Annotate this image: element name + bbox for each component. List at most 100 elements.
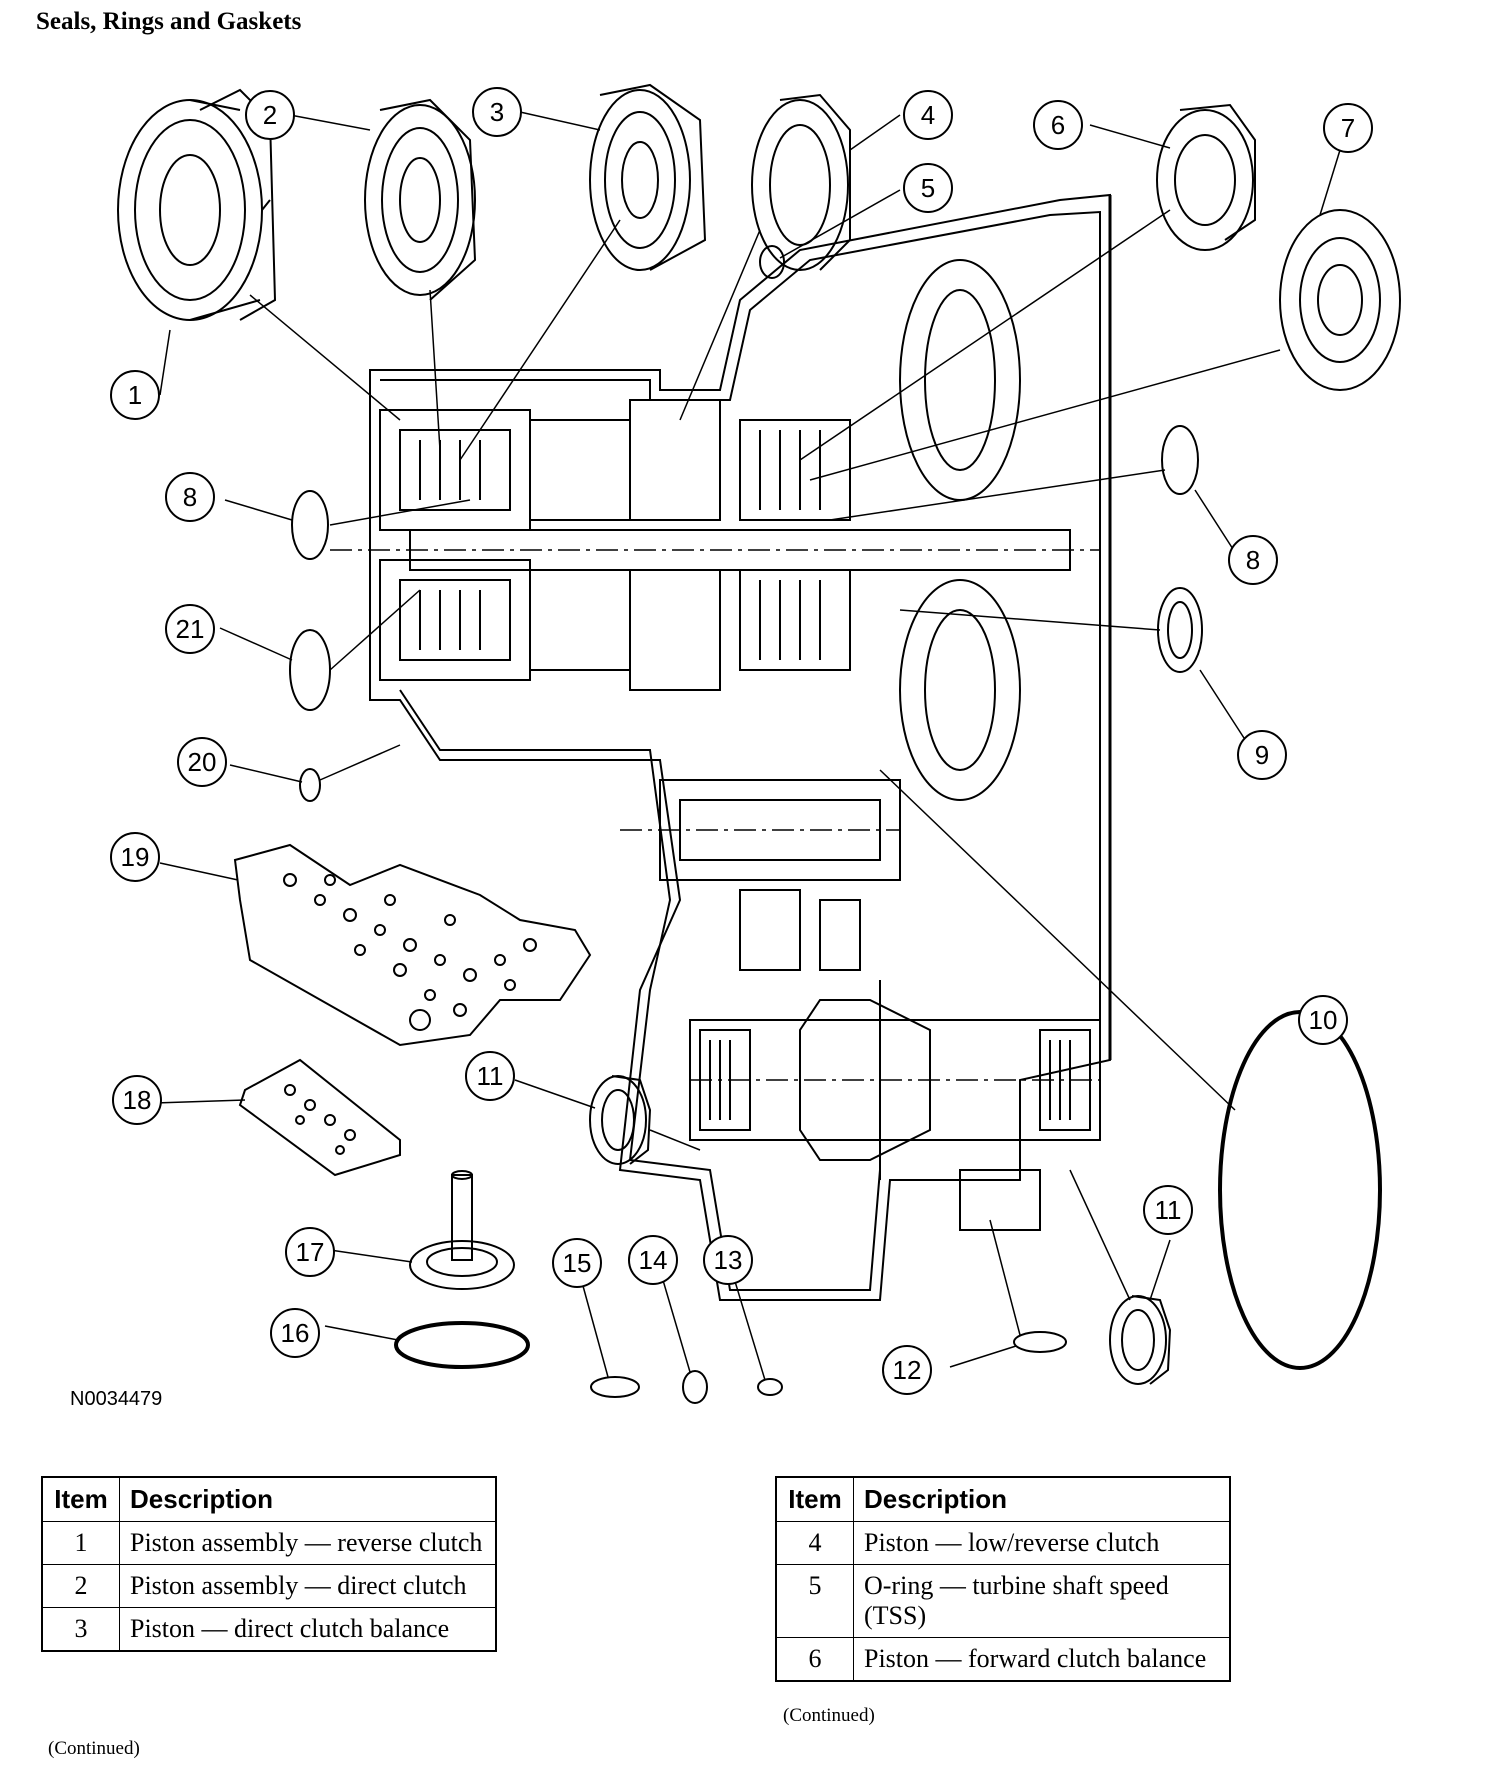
callout-12: 12 [882, 1345, 932, 1395]
item-description: Piston assembly — reverse clutch [119, 1521, 497, 1565]
item-number: 6 [775, 1637, 854, 1682]
item-number: 3 [41, 1607, 120, 1652]
svg-text:3: 3 [490, 97, 504, 127]
differential [689, 980, 1101, 1231]
table-row: 2 Piston assembly — direct clutch [41, 1564, 497, 1608]
table-row: 6 Piston — forward clutch balance [775, 1637, 1231, 1682]
callout-16: 16 [270, 1308, 320, 1358]
item-number: 1 [41, 1521, 120, 1565]
legend-table-right: Item Description 4 Piston — low/reverse … [775, 1476, 1231, 1682]
table-row: 3 Piston — direct clutch balance [41, 1607, 497, 1652]
item-description: Piston — low/reverse clutch [853, 1521, 1231, 1565]
callout-10: 10 [1298, 995, 1348, 1045]
continued-note-left: (Continued) [48, 1738, 140, 1759]
part-6-forward-clutch-balance-piston [1156, 103, 1256, 251]
part-11-seal-right [1109, 1295, 1172, 1385]
clutch-pack-right [739, 259, 1021, 801]
callout-2: 2 [245, 90, 295, 140]
svg-text:17: 17 [296, 1237, 325, 1267]
figure-id: N0034479 [70, 1388, 163, 1410]
part-8-sealing-ring-right [1161, 425, 1199, 495]
svg-text:11: 11 [477, 1061, 504, 1091]
part-12-o-ring [1013, 1331, 1067, 1353]
callout-3: 3 [472, 87, 522, 137]
part-2-direct-clutch-piston [364, 98, 477, 301]
item-number: 5 [775, 1564, 854, 1638]
header-description: Description [119, 1476, 497, 1522]
callouts: 1 2 3 4 5 6 7 8 8 9 10 11 11 12 13 14 15… [110, 87, 1373, 1395]
callout-15: 15 [552, 1238, 602, 1288]
part-7-piston [1279, 209, 1401, 391]
svg-text:4: 4 [921, 100, 935, 130]
svg-text:8: 8 [1246, 545, 1260, 575]
svg-text:2: 2 [263, 100, 277, 130]
svg-text:8: 8 [183, 482, 197, 512]
svg-text:10: 10 [1309, 1005, 1338, 1035]
clutch-pack-left [379, 399, 721, 691]
callout-4: 4 [903, 90, 953, 140]
transfer-shaft [620, 779, 901, 971]
callout-7: 7 [1323, 103, 1373, 153]
svg-text:11: 11 [1155, 1195, 1182, 1225]
part-9-seal-inner [1167, 601, 1193, 659]
item-description: O-ring — turbine shaft speed (TSS) [853, 1564, 1231, 1638]
part-16-o-ring [394, 1321, 530, 1369]
callout-21: 21 [165, 604, 215, 654]
part-4-low-reverse-clutch-piston [751, 93, 851, 271]
page-title: Seals, Rings and Gaskets [36, 8, 302, 35]
header-item: Item [775, 1476, 854, 1522]
legend-table-left: Item Description 1 Piston assembly — rev… [41, 1476, 497, 1652]
svg-text:12: 12 [893, 1355, 922, 1385]
item-description: Piston assembly — direct clutch [119, 1564, 497, 1608]
table-row: 4 Piston — low/reverse clutch [775, 1521, 1231, 1565]
svg-text:21: 21 [176, 614, 205, 644]
svg-text:14: 14 [639, 1245, 668, 1275]
callout-14: 14 [628, 1235, 678, 1285]
part-5-tss-o-ring [759, 245, 785, 279]
callout-11-left: 11 [465, 1051, 515, 1101]
svg-text:15: 15 [563, 1248, 592, 1278]
leader-lines [154, 111, 1341, 1381]
table-row: 5 O-ring — turbine shaft speed (TSS) [775, 1564, 1231, 1638]
callout-18: 18 [112, 1075, 162, 1125]
callout-8-right: 8 [1228, 535, 1278, 585]
svg-text:1: 1 [128, 380, 142, 410]
part-8-sealing-ring-left [291, 490, 329, 560]
item-number: 4 [775, 1521, 854, 1565]
part-17-piston [409, 1170, 515, 1290]
transmission-case [369, 193, 1112, 1301]
callout-8-left: 8 [165, 472, 215, 522]
callout-13: 13 [703, 1235, 753, 1285]
continued-note-right: (Continued) [783, 1705, 875, 1726]
transmission-exploded-diagram: 1 2 3 4 5 6 7 8 8 9 10 11 11 12 13 14 15… [110, 83, 1401, 1404]
item-number: 2 [41, 1564, 120, 1608]
svg-text:9: 9 [1255, 740, 1269, 770]
callout-11-right: 11 [1143, 1185, 1193, 1235]
svg-text:20: 20 [188, 747, 217, 777]
callout-17: 17 [285, 1227, 335, 1277]
svg-text:13: 13 [714, 1245, 743, 1275]
part-3-direct-clutch-balance-piston [589, 83, 707, 271]
callout-20: 20 [177, 737, 227, 787]
part-14-o-ring [682, 1370, 708, 1404]
part-19-separator-plate [233, 843, 592, 1047]
svg-text:6: 6 [1051, 110, 1065, 140]
part-11-seal-left [589, 1075, 652, 1165]
svg-text:5: 5 [921, 173, 935, 203]
part-10-o-ring [1218, 1010, 1382, 1370]
part-13-o-ring [757, 1378, 783, 1396]
header-item: Item [41, 1476, 120, 1522]
callout-19: 19 [110, 832, 160, 882]
item-description: Piston — direct clutch balance [119, 1607, 497, 1652]
part-20-o-ring [299, 768, 321, 802]
part-15-o-ring [590, 1376, 640, 1398]
item-description: Piston — forward clutch balance [853, 1637, 1231, 1682]
svg-text:7: 7 [1341, 113, 1355, 143]
svg-text:19: 19 [121, 842, 150, 872]
callout-6: 6 [1033, 100, 1083, 150]
header-description: Description [853, 1476, 1231, 1522]
callout-1: 1 [110, 370, 160, 420]
part-21-sealing-ring [289, 629, 331, 711]
main-shaft [330, 529, 1100, 571]
svg-text:18: 18 [123, 1085, 152, 1115]
